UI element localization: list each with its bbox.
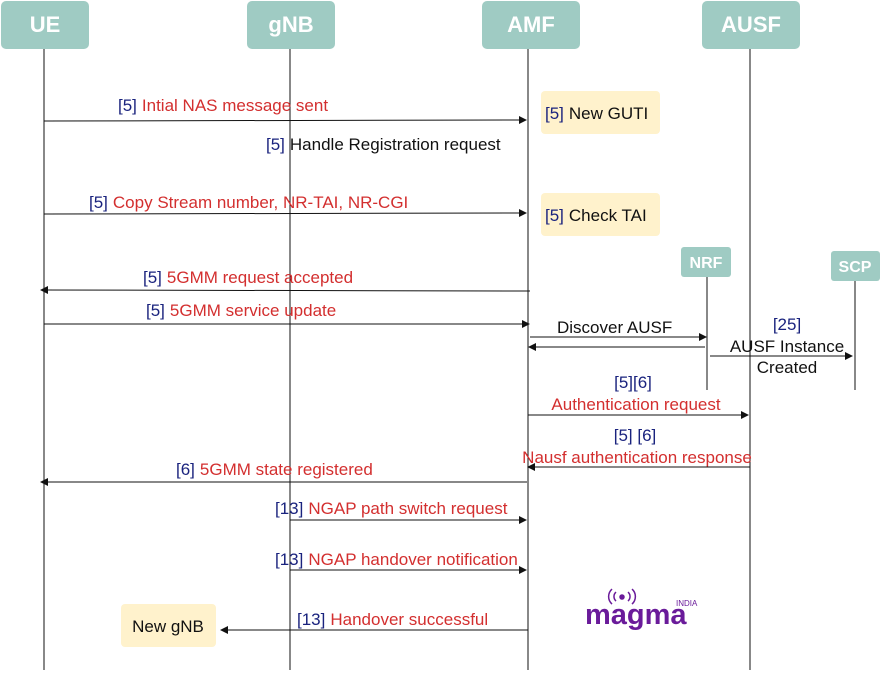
- msg-copy-stream-label: [5] Copy Stream number, NR-TAI, NR-CGI: [89, 193, 408, 212]
- note-new-gnb-label: New gNB: [132, 617, 204, 636]
- msg-handover-notification-text: NGAP handover notification: [308, 550, 517, 569]
- msg-initial-nas-text: Intial NAS message sent: [142, 96, 328, 115]
- msg-request-accepted-ref: [5]: [143, 268, 162, 287]
- participant-gnb-label: gNB: [268, 12, 313, 37]
- msg-service-update-label: [5] 5GMM service update: [146, 301, 336, 320]
- msg-path-switch-label: [13] NGAP path switch request: [275, 499, 508, 518]
- participant-amf-label: AMF: [507, 12, 555, 37]
- note-new-guti: [5] New GUTI: [541, 91, 660, 134]
- msg-copy-stream-arrow: [43, 209, 527, 218]
- msg-handle-registration-ref: [5]: [266, 135, 285, 154]
- msg-request-accepted-label: [5] 5GMM request accepted: [143, 268, 353, 287]
- note-check-tai-label: Check TAI: [569, 206, 647, 225]
- participant-scp: SCP: [831, 251, 880, 281]
- msg-handle-registration-label: [5] Handle Registration request: [266, 135, 501, 154]
- msg-handle-registration-text: Handle Registration request: [290, 135, 501, 154]
- msg-initial-nas-label: [5] Intial NAS message sent: [118, 96, 328, 115]
- msg-request-accepted-text: 5GMM request accepted: [167, 268, 353, 287]
- msg-auth-response-ref: [5] [6]: [614, 426, 657, 445]
- msg-handover-successful-text: Handover successful: [330, 610, 488, 629]
- msg-state-registered-label: [6] 5GMM state registered: [176, 460, 373, 479]
- antenna-icon: [607, 588, 637, 605]
- msg-request-accepted-arrow: [40, 286, 531, 295]
- participant-ue: UE: [1, 1, 89, 49]
- participant-scp-label: SCP: [839, 259, 872, 276]
- msg-state-registered-text: 5GMM state registered: [200, 460, 373, 479]
- msg-state-registered-ref: [6]: [176, 460, 195, 479]
- msg-handover-notification-label: [13] NGAP handover notification: [275, 550, 518, 569]
- participant-ue-label: UE: [30, 12, 61, 37]
- msg-copy-stream-text: Copy Stream number, NR-TAI, NR-CGI: [113, 193, 408, 212]
- msg-handover-successful-label: [13] Handover successful: [297, 610, 488, 629]
- participant-ausf-label: AUSF: [721, 12, 781, 37]
- participant-nrf: NRF: [681, 247, 731, 277]
- participant-gnb: gNB: [247, 1, 335, 49]
- note-new-guti-ref: [5]: [545, 104, 564, 123]
- participant-nrf-label: NRF: [690, 255, 723, 272]
- msg-ausf-instance-ref: [25]: [773, 315, 801, 334]
- note-new-gnb: New gNB: [121, 604, 216, 647]
- note-check-tai: [5] Check TAI: [541, 193, 660, 236]
- msg-path-switch-text: NGAP path switch request: [308, 499, 507, 518]
- msg-initial-nas-arrow: [43, 116, 527, 125]
- logo-subtext: INDIA: [676, 599, 698, 608]
- logo-wordmark: magma: [585, 599, 687, 631]
- msg-service-update-text: 5GMM service update: [170, 301, 336, 320]
- note-check-tai-ref: [5]: [545, 206, 564, 225]
- note-new-guti-label: New GUTI: [569, 104, 648, 123]
- msg-auth-request-text: Authentication request: [551, 395, 720, 414]
- msg-ausf-instance-line2: Created: [757, 358, 817, 377]
- participant-ausf: AUSF: [702, 1, 800, 49]
- msg-copy-stream-ref: [5]: [89, 193, 108, 212]
- msg-initial-nas-ref: [5]: [118, 96, 137, 115]
- participant-amf: AMF: [482, 1, 580, 49]
- magma-india-logo: magma INDIA: [585, 588, 698, 631]
- note-new-guti-text: [5] New GUTI: [545, 104, 648, 123]
- msg-auth-request-ref: [5][6]: [614, 373, 652, 392]
- msg-service-update-ref: [5]: [146, 301, 165, 320]
- msg-handover-notification-ref: [13]: [275, 550, 303, 569]
- note-check-tai-text: [5] Check TAI: [545, 206, 647, 225]
- msg-discover-ausf-label: Discover AUSF: [557, 318, 672, 337]
- msg-ausf-instance-line1: AUSF Instance: [730, 337, 844, 356]
- msg-path-switch-ref: [13]: [275, 499, 303, 518]
- msg-auth-response-text: Nausf authentication response: [522, 448, 752, 467]
- msg-handover-successful-ref: [13]: [297, 610, 325, 629]
